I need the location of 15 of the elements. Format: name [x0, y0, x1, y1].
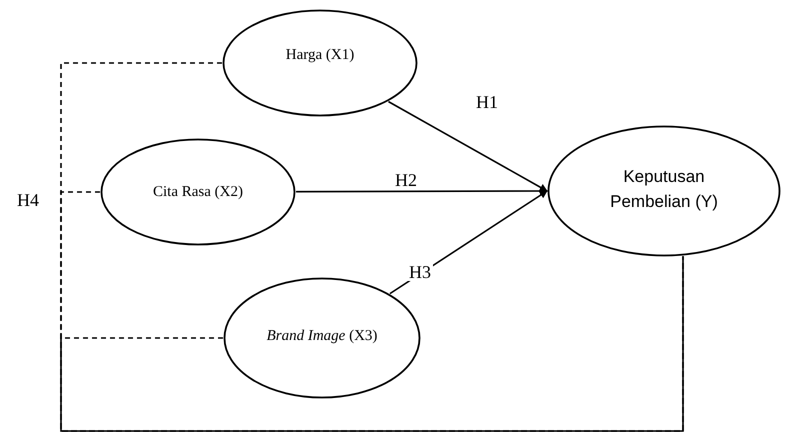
- ellipse-node: [222, 9, 418, 117]
- node-label: Brand Image (X3): [266, 326, 378, 346]
- node-label: Cita Rasa (X2): [152, 182, 244, 202]
- ellipse-node: [223, 277, 421, 399]
- node-label: Harga (X1): [284, 46, 356, 65]
- edge-label: H3: [407, 263, 433, 281]
- edge-label: H1: [474, 93, 500, 111]
- ellipse-node: [547, 125, 781, 257]
- dashed-connector: [60, 191, 684, 432]
- dashed-connector: [60, 256, 684, 432]
- node-label: Keputusan Pembelian (Y): [609, 166, 719, 213]
- ellipse-node: [100, 138, 296, 246]
- edge-label: H4: [15, 191, 41, 209]
- edge-label: H2: [393, 171, 419, 189]
- arrow: [388, 100, 548, 192]
